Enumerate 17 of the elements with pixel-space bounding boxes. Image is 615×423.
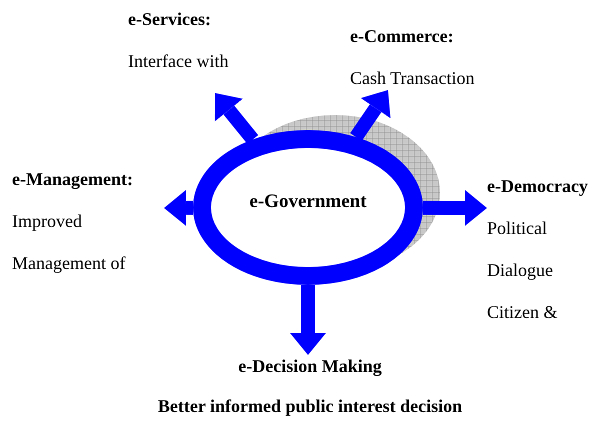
node-description: Cash Transaction bbox=[350, 67, 476, 89]
node-title: e-Democracy bbox=[487, 175, 589, 197]
block-arrow bbox=[350, 90, 390, 141]
node-title: e-Decision Making bbox=[238, 355, 382, 377]
node-title: e-Management: bbox=[12, 168, 134, 190]
ring-ellipse bbox=[193, 130, 423, 285]
block-arrow bbox=[164, 190, 194, 226]
node-title: e-Services: bbox=[128, 8, 212, 30]
block-arrow bbox=[214, 93, 258, 144]
block-arrow bbox=[422, 190, 487, 226]
node-description: Interface with bbox=[128, 50, 230, 72]
node-description: Political Dialogue Citizen & bbox=[487, 217, 558, 324]
node-title: e-Commerce: bbox=[350, 25, 455, 47]
node-title: e-Government bbox=[249, 190, 367, 214]
block-arrow bbox=[290, 285, 326, 355]
node-description: Better informed public interest decision bbox=[158, 395, 462, 417]
node-description: Improved Management of bbox=[12, 210, 126, 275]
